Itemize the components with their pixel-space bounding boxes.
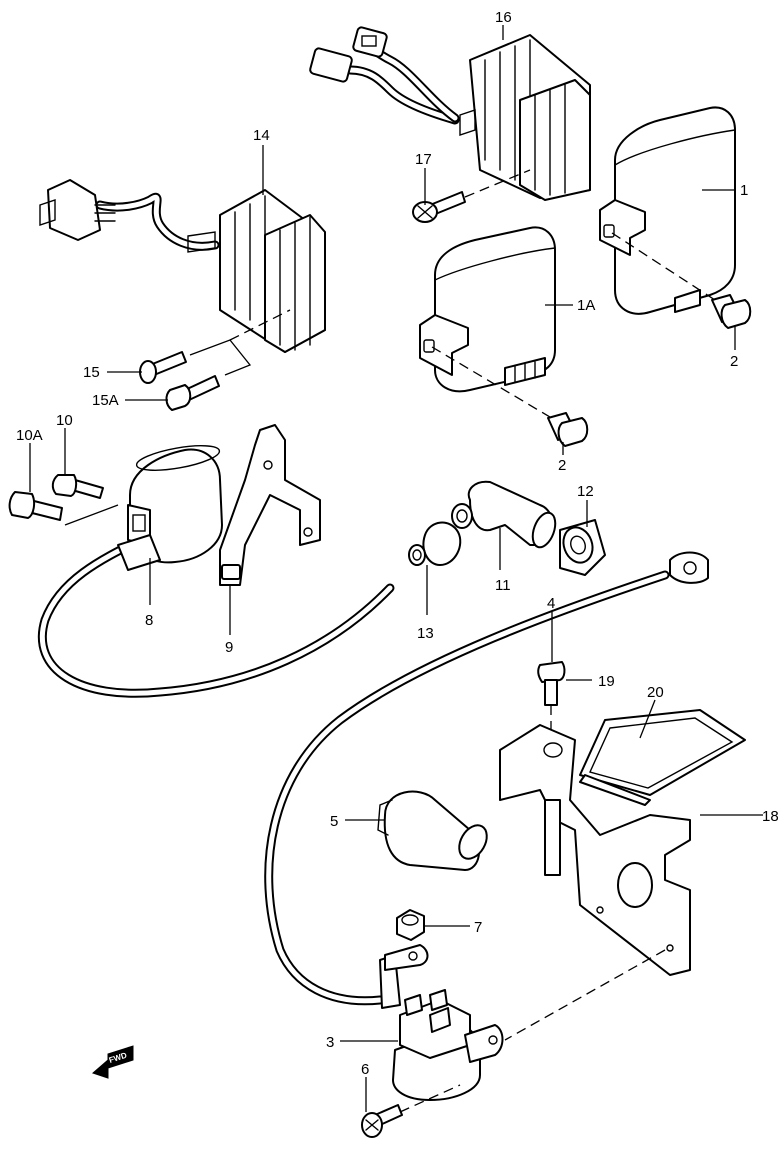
callout-1: 1 [740, 182, 748, 199]
callout-13: 13 [417, 625, 434, 642]
callout-8: 8 [145, 612, 153, 629]
part-6-screw [361, 1084, 461, 1138]
callout-14: 14 [253, 127, 270, 144]
leader-lines [29, 25, 763, 1112]
part-11-plug-cap [451, 480, 557, 549]
callout-7: 7 [474, 919, 482, 936]
fwd-arrow-icon: FWD [92, 1045, 134, 1079]
callout-11: 11 [495, 577, 511, 594]
callout-15A: 15A [92, 392, 119, 409]
part-10-bolt [51, 474, 104, 499]
callout-9: 9 [225, 639, 233, 656]
callout-10A: 10A [16, 427, 43, 444]
part-2-bolt-middle [547, 412, 589, 447]
part-17-bolt [412, 169, 531, 223]
leader-10-group [64, 504, 119, 526]
callout-20: 20 [647, 684, 664, 701]
part-5-terminal-cover [377, 790, 488, 871]
part-2-bolt-upper [711, 294, 752, 329]
callout-2-middle: 2 [558, 457, 566, 474]
callout-1A: 1A [577, 297, 595, 314]
callout-3: 3 [326, 1034, 334, 1051]
part-18-bracket [499, 724, 691, 976]
starter-cable [264, 551, 709, 1009]
callout-2-upper: 2 [730, 353, 738, 370]
part-10A-bolt [8, 491, 63, 521]
part-15A-bolt [165, 375, 220, 411]
dash-18-to-3 [504, 949, 666, 1041]
callout-4: 4 [547, 595, 555, 612]
leader-15-group [189, 339, 252, 376]
callout-10: 10 [56, 412, 73, 429]
part-8-ignition-coil [37, 445, 395, 698]
callout-15: 15 [83, 364, 100, 381]
callout-labels: 1 1A 2 2 16 17 14 15 15A 10A 10 8 9 11 1… [16, 9, 779, 1078]
part-14-regulator [39, 179, 326, 353]
part-12-cap [559, 519, 606, 576]
part-19-bolt [537, 661, 566, 745]
callout-6: 6 [361, 1061, 369, 1078]
callout-16: 16 [495, 9, 512, 26]
callout-5: 5 [330, 813, 338, 830]
part-16-regulator [309, 26, 591, 201]
callout-18: 18 [762, 808, 779, 825]
part-20-strap [579, 709, 746, 806]
callout-19: 19 [598, 673, 615, 690]
callout-17: 17 [415, 151, 432, 168]
part-7-nut [396, 909, 425, 941]
part-15-screw [139, 351, 187, 384]
part-13-grommet [408, 521, 462, 566]
part-3-starter-relay [392, 989, 504, 1101]
part-1A-cdi-unit [419, 226, 556, 421]
part-9-bracket [219, 424, 321, 586]
part-1-cdi-unit [599, 106, 736, 315]
callout-12: 12 [577, 483, 594, 500]
dash-14-mount [229, 309, 291, 341]
